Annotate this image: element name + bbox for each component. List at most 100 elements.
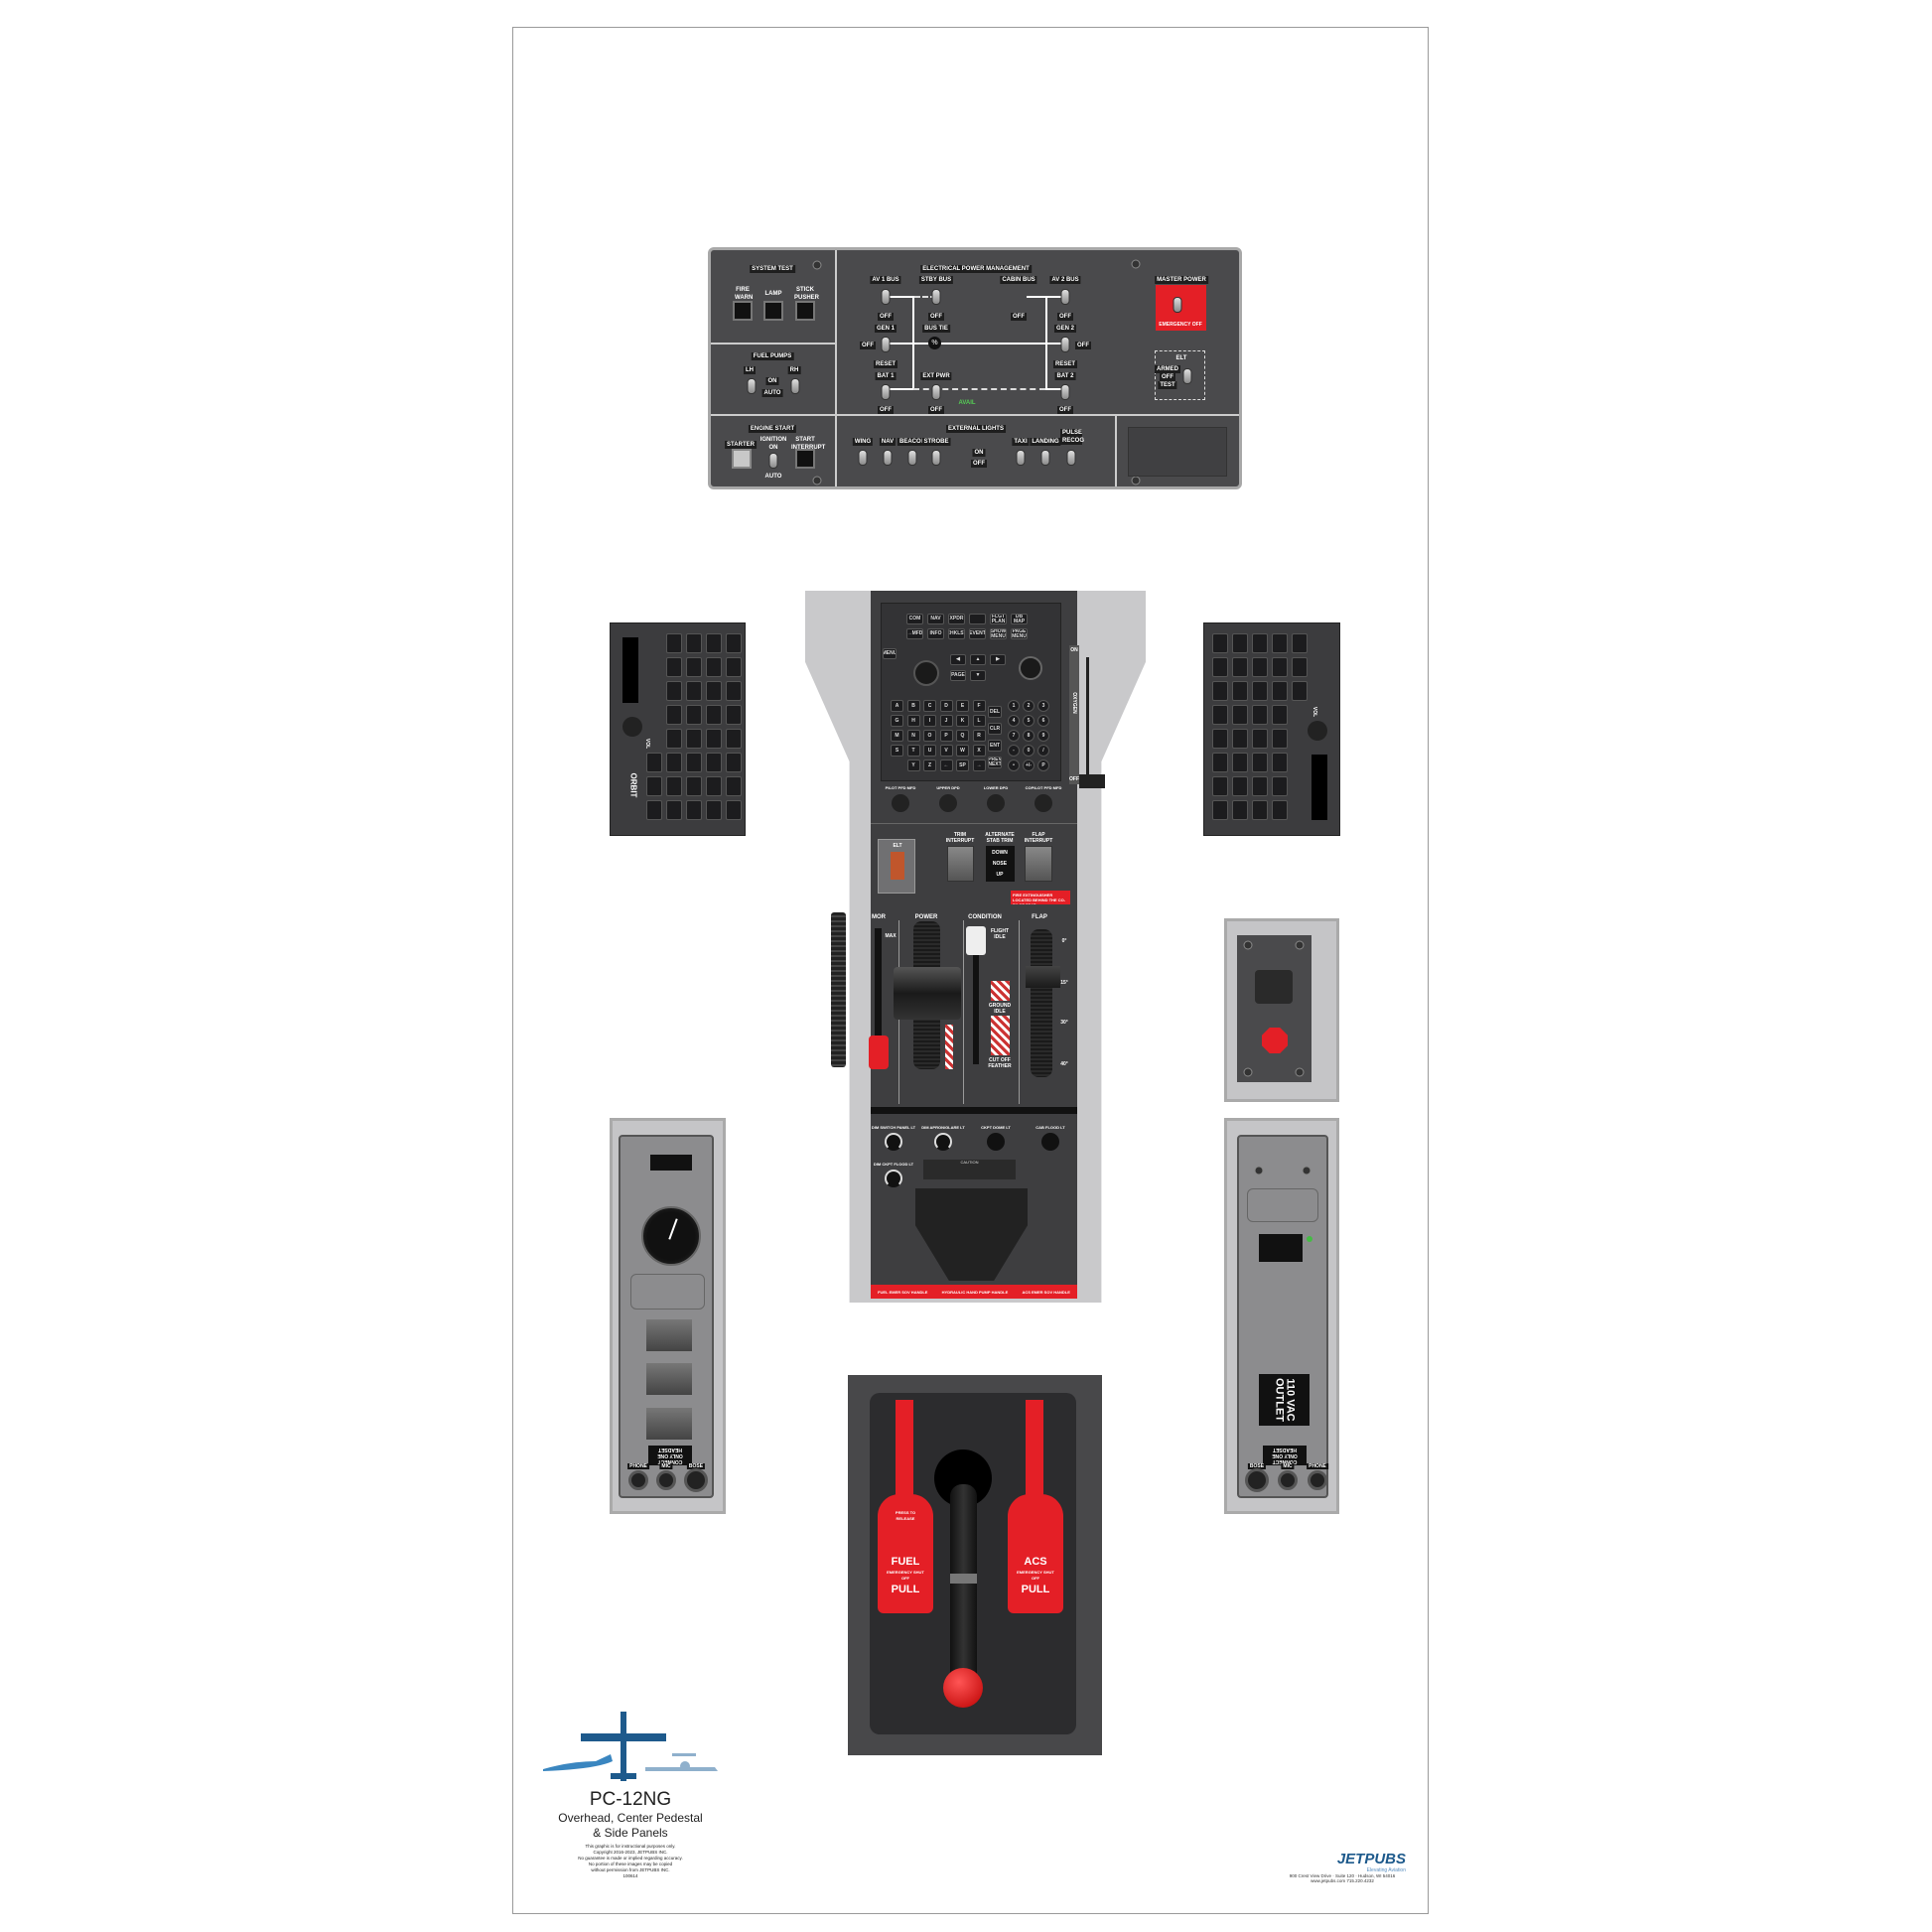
rocker-switch-3[interactable] bbox=[646, 1408, 692, 1440]
hydraulic-pump-handle[interactable] bbox=[915, 1188, 1028, 1281]
ext-light-switch-taxi[interactable] bbox=[1016, 450, 1026, 466]
audio-select-key[interactable] bbox=[1212, 800, 1228, 820]
audio-select-key[interactable] bbox=[706, 753, 722, 772]
fms-letter-key[interactable]: X bbox=[972, 745, 986, 757]
fms-number-key[interactable]: / bbox=[1037, 745, 1049, 757]
fms-arrow-key[interactable]: ▼ bbox=[970, 670, 986, 681]
fms-joystick[interactable] bbox=[913, 660, 939, 686]
audio-select-key[interactable] bbox=[726, 705, 742, 725]
dim-apron-glare-knob[interactable] bbox=[934, 1133, 952, 1151]
audio-select-key[interactable] bbox=[666, 633, 682, 653]
fms-key[interactable] bbox=[969, 614, 986, 624]
fms-letter-key[interactable]: Y bbox=[906, 759, 920, 771]
audio-select-key[interactable] bbox=[1212, 657, 1228, 677]
110-vac-outlet[interactable]: 110 VAC OUTLET bbox=[1259, 1374, 1310, 1426]
red-push-button[interactable] bbox=[1262, 1028, 1288, 1053]
audio-select-key[interactable] bbox=[1212, 776, 1228, 796]
acs-emergency-handle[interactable]: ACS EMERGENCY SHUT OFF PULL bbox=[1008, 1494, 1063, 1613]
audio-select-key[interactable] bbox=[1232, 633, 1248, 653]
ext-light-switch-pulse-recog[interactable] bbox=[1066, 450, 1076, 466]
dim-ckpt-flood-knob[interactable] bbox=[885, 1170, 902, 1187]
fms-letter-key[interactable]: G bbox=[891, 715, 903, 727]
fms-letter-key[interactable]: L bbox=[972, 715, 986, 727]
bat2-switch[interactable] bbox=[1060, 384, 1070, 400]
ext-light-switch-beacon[interactable] bbox=[907, 450, 917, 466]
audio-select-key[interactable] bbox=[666, 681, 682, 701]
audio-select-key[interactable] bbox=[646, 800, 662, 820]
audio-select-key[interactable] bbox=[686, 776, 702, 796]
fms-number-key[interactable]: P bbox=[1037, 759, 1049, 771]
fms-key[interactable]: NAV bbox=[927, 614, 944, 624]
audio-select-key[interactable] bbox=[1212, 753, 1228, 772]
fms-letter-key[interactable]: Q bbox=[956, 730, 969, 742]
ext-light-switch-nav[interactable] bbox=[883, 450, 893, 466]
audio-select-key[interactable] bbox=[726, 753, 742, 772]
fms-key[interactable]: EVENT bbox=[969, 628, 986, 639]
audio-select-key[interactable] bbox=[706, 729, 722, 749]
fms-number-key[interactable]: 2 bbox=[1023, 700, 1035, 712]
audio-select-key[interactable] bbox=[666, 776, 682, 796]
flap-lever[interactable] bbox=[1026, 966, 1060, 988]
audio-select-key[interactable] bbox=[666, 729, 682, 749]
fms-letter-key[interactable]: K bbox=[956, 715, 969, 727]
fuel-pump-lh-switch[interactable] bbox=[747, 378, 757, 394]
audio-select-key[interactable] bbox=[1272, 753, 1288, 772]
stby-bus-switch[interactable] bbox=[931, 289, 941, 305]
gear-handle-knob[interactable] bbox=[943, 1668, 983, 1708]
audio-select-key[interactable] bbox=[1272, 657, 1288, 677]
fms-key[interactable]: INFO bbox=[927, 628, 944, 639]
fms-number-key[interactable]: 3 bbox=[1037, 700, 1049, 712]
fms-letter-key[interactable]: T bbox=[906, 745, 920, 757]
audio-select-key[interactable] bbox=[1212, 705, 1228, 725]
fms-letter-key[interactable]: A bbox=[891, 700, 903, 712]
audio-select-key[interactable] bbox=[1212, 729, 1228, 749]
start-interrupt-button[interactable] bbox=[795, 449, 815, 469]
power-lever[interactable] bbox=[894, 967, 961, 1020]
fms-menu-key[interactable]: MENU bbox=[883, 648, 897, 659]
fms-letter-key[interactable]: → bbox=[972, 759, 986, 771]
lamp-test-button[interactable] bbox=[763, 301, 783, 321]
audio-select-key[interactable] bbox=[1232, 705, 1248, 725]
display-knob[interactable] bbox=[892, 794, 909, 812]
fms-number-key[interactable]: 9 bbox=[1037, 730, 1049, 742]
fms-key[interactable]: →MFD bbox=[906, 628, 923, 639]
outlet-power-switch[interactable] bbox=[1259, 1234, 1303, 1262]
fuel-emergency-handle[interactable]: PRESS TO RELEASE FUEL EMERGENCY SHUT OFF… bbox=[878, 1494, 933, 1613]
audio-select-key[interactable] bbox=[686, 681, 702, 701]
audio-select-key[interactable] bbox=[646, 753, 662, 772]
audio-select-key[interactable] bbox=[666, 657, 682, 677]
fms-letter-key[interactable]: S bbox=[891, 745, 903, 757]
audio-select-key[interactable] bbox=[1252, 776, 1268, 796]
audio-select-key[interactable] bbox=[1252, 681, 1268, 701]
audio-select-key[interactable] bbox=[1212, 633, 1228, 653]
fms-arrow-key[interactable]: ◀ bbox=[950, 654, 966, 665]
audio-select-key[interactable] bbox=[1232, 729, 1248, 749]
fms-letter-key[interactable]: M bbox=[891, 730, 903, 742]
audio-select-key[interactable] bbox=[1272, 633, 1288, 653]
fms-function-key[interactable]: ENT bbox=[988, 740, 1002, 752]
fms-key[interactable]: CHKLST bbox=[948, 628, 965, 639]
elt-remote-switch[interactable]: ELT bbox=[878, 839, 915, 894]
fms-arrow-key[interactable]: ▶ bbox=[990, 654, 1006, 665]
oxygen-lever[interactable] bbox=[1079, 774, 1105, 788]
fms-function-key[interactable]: PREV NEXT bbox=[988, 757, 1002, 768]
master-power-guard[interactable]: EMERGENCY OFF bbox=[1156, 285, 1206, 331]
audio-select-key[interactable] bbox=[1252, 753, 1268, 772]
audio-select-key[interactable] bbox=[706, 633, 722, 653]
left-mic-jack[interactable] bbox=[656, 1470, 676, 1490]
audio-select-key[interactable] bbox=[1272, 681, 1288, 701]
fms-number-key[interactable]: +/- bbox=[1023, 759, 1035, 771]
av1-bus-switch[interactable] bbox=[881, 289, 891, 305]
cab-flood-knob[interactable] bbox=[1041, 1133, 1059, 1151]
starter-button[interactable] bbox=[732, 449, 752, 469]
fire-warn-test-button[interactable] bbox=[733, 301, 753, 321]
trim-wheel[interactable] bbox=[831, 912, 846, 1067]
display-knob[interactable] bbox=[1035, 794, 1052, 812]
audio-select-key[interactable] bbox=[726, 681, 742, 701]
audio-select-key[interactable] bbox=[706, 705, 722, 725]
audio-select-key[interactable] bbox=[726, 633, 742, 653]
condition-lever[interactable] bbox=[966, 926, 986, 955]
ext-light-switch-landing[interactable] bbox=[1040, 450, 1050, 466]
audio-select-key[interactable] bbox=[726, 800, 742, 820]
audio-select-key[interactable] bbox=[666, 753, 682, 772]
